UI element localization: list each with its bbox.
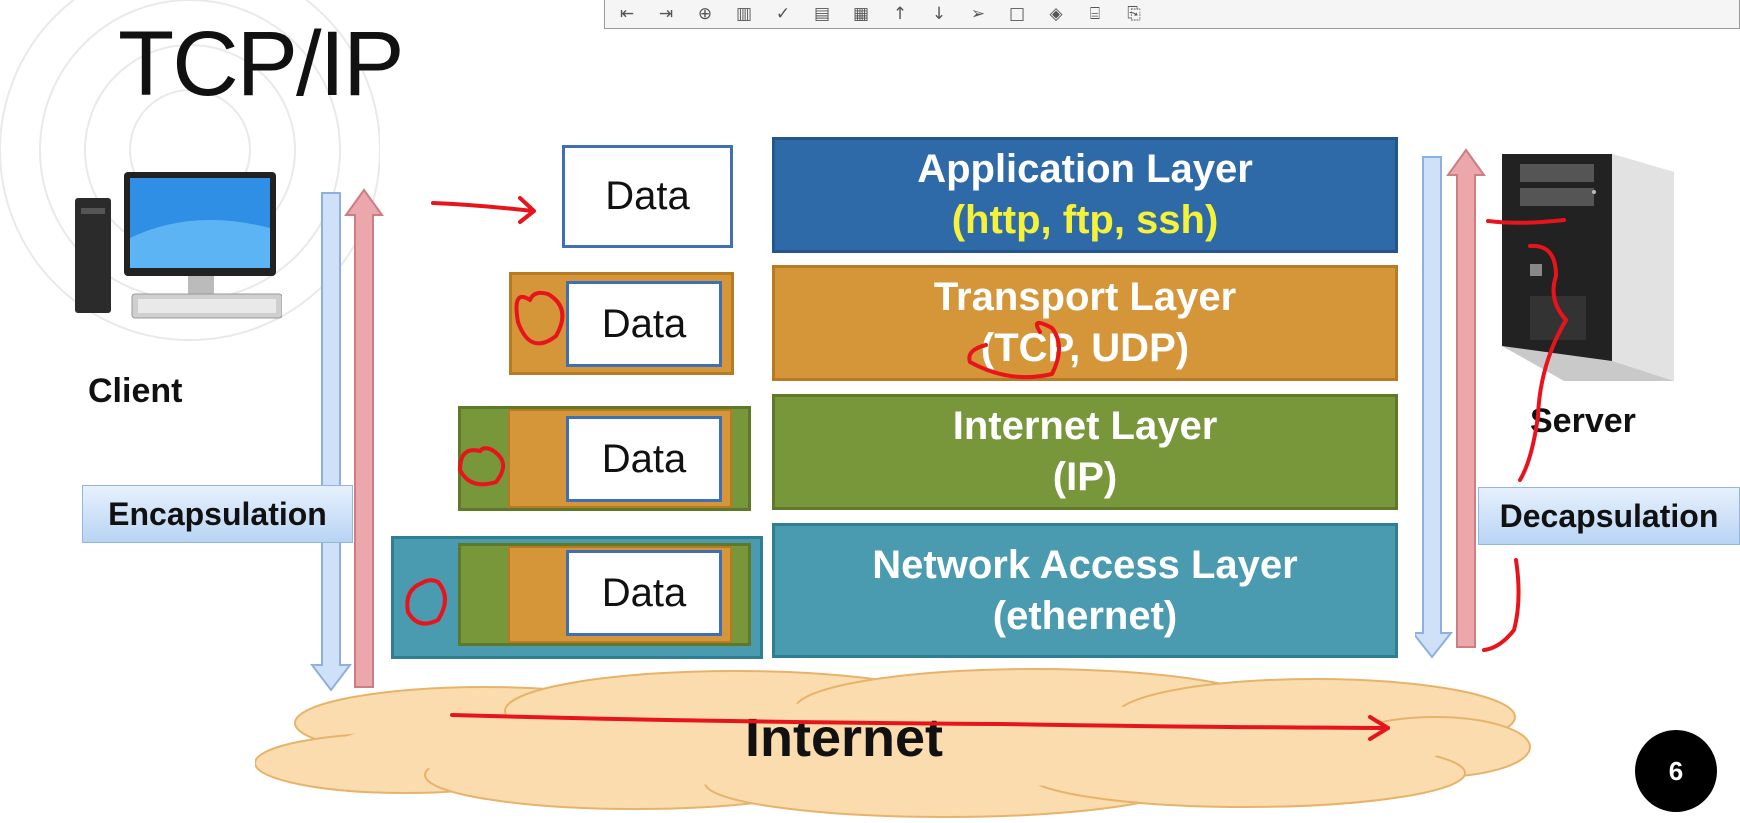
internet-cloud — [255, 668, 1531, 818]
transport-layer-name: Transport Layer — [933, 275, 1237, 319]
client-computer-icon — [75, 172, 282, 319]
indent-icon[interactable]: ⇥ — [658, 4, 674, 24]
server-icon — [1502, 154, 1674, 381]
network-data-packet: Data — [566, 550, 722, 636]
application-data-packet: Data — [562, 145, 733, 248]
export-icon[interactable]: ⎘ — [1127, 4, 1141, 24]
send-icon[interactable]: ➢ — [970, 4, 986, 24]
internet-label: Internet — [745, 708, 944, 768]
server-label: Server — [1530, 402, 1636, 440]
internet-layer-box: Internet Layer (IP) — [772, 394, 1398, 510]
decapsulation-arrows — [1415, 148, 1486, 659]
encapsulation-arrows — [310, 188, 384, 692]
zoom-icon[interactable]: ⊕ — [697, 4, 713, 24]
application-layer-box: Application Layer (http, ftp, ssh) — [772, 137, 1398, 253]
transport-data-packet: Data — [566, 281, 722, 367]
network-access-layer-name: Network Access Layer — [872, 542, 1298, 587]
calendar-icon[interactable]: ▦ — [852, 4, 870, 24]
client-label: Client — [88, 372, 183, 410]
note-icon[interactable]: ▤ — [813, 4, 831, 24]
check-icon[interactable]: ✓ — [775, 4, 791, 24]
arrow-down-icon[interactable]: ↓ — [931, 4, 947, 24]
square-icon[interactable]: □ — [1008, 4, 1026, 24]
annotation-toolbar: ⇤ ⇥ ⊕ ▥ ✓ ▤ ▦ ↑ ↓ ➢ □ ◈ ⌸ ⎘ — [604, 0, 1740, 29]
application-layer-name: Application Layer — [917, 147, 1253, 191]
transport-layer-box: Transport Layer (TCP, UDP) — [772, 265, 1398, 381]
internet-data-packet: Data — [566, 416, 722, 502]
internet-layer-protocols: (IP) — [1052, 455, 1118, 499]
bookmark-icon[interactable]: ⌸ — [1089, 4, 1101, 24]
internet-layer-name: Internet Layer — [952, 404, 1218, 448]
transport-layer-protocols: (TCP, UDP) — [980, 326, 1190, 370]
trash-icon[interactable]: ▥ — [735, 4, 753, 24]
application-layer-protocols: (http, ftp, ssh) — [951, 198, 1219, 242]
slide-title: TCP/IP — [118, 13, 404, 115]
network-access-layer-box: Network Access Layer (ethernet) — [772, 523, 1398, 658]
outdent-icon[interactable]: ⇤ — [619, 4, 635, 24]
arrow-up-icon[interactable]: ↑ — [892, 4, 908, 24]
network-access-layer-protocols: (ethernet) — [992, 593, 1178, 638]
fill-icon[interactable]: ◈ — [1049, 4, 1063, 24]
encapsulation-badge: Encapsulation — [82, 485, 353, 543]
page-number-badge: 6 — [1635, 730, 1717, 812]
decapsulation-badge: Decapsulation — [1478, 487, 1740, 545]
